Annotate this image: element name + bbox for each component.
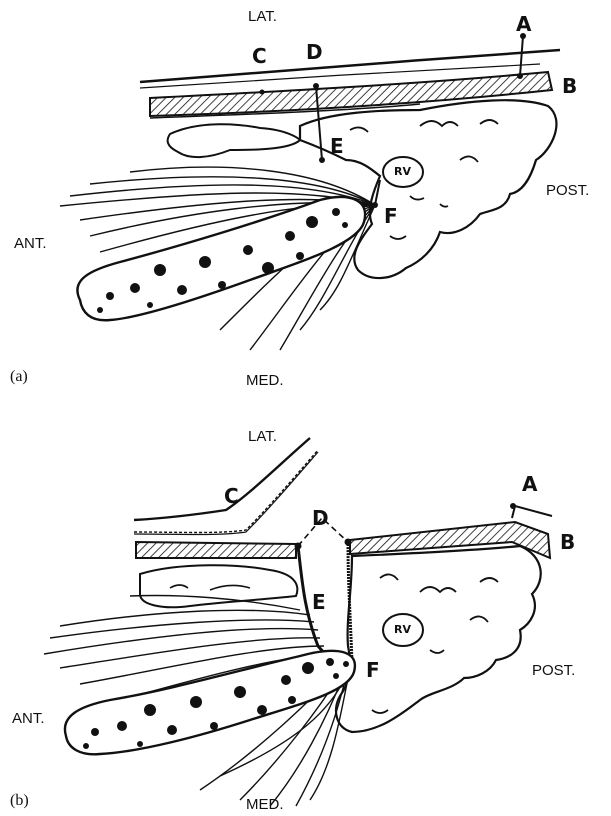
point-e: E xyxy=(330,134,344,158)
point-d: D xyxy=(312,506,329,530)
label-post: POST. xyxy=(546,182,589,199)
point-a: A xyxy=(522,472,537,496)
posterior-mass xyxy=(336,546,541,732)
label-lat: LAT. xyxy=(248,428,277,445)
panel-label-a: (a) xyxy=(10,368,28,386)
point-b: B xyxy=(562,74,577,98)
rv-label: RV xyxy=(394,165,411,178)
point-b: B xyxy=(560,530,575,554)
rv-label: RV xyxy=(394,623,411,636)
point-c: C xyxy=(252,44,267,68)
label-ant: ANT. xyxy=(14,235,47,252)
bone xyxy=(77,197,365,320)
point-f: F xyxy=(384,204,398,228)
point-f: F xyxy=(366,658,380,682)
label-med: MED. xyxy=(246,372,284,389)
panel-a: LAT. MED. ANT. POST. A B C D E F RV (a) xyxy=(0,0,611,400)
skin-flap xyxy=(134,438,310,520)
label-ant: ANT. xyxy=(12,710,45,727)
point-c: C xyxy=(224,484,239,508)
point-d: D xyxy=(306,40,323,64)
hatched-layer-left xyxy=(136,542,296,558)
point-e: E xyxy=(312,590,326,614)
label-med: MED. xyxy=(246,796,284,813)
label-lat: LAT. xyxy=(248,8,277,25)
panel-label-b: (b) xyxy=(10,792,29,810)
point-a: A xyxy=(516,12,531,36)
panel-b: LAT. MED. ANT. POST. A B C D E F RV (b) xyxy=(0,410,611,816)
label-post: POST. xyxy=(532,662,575,679)
panel-b-drawing xyxy=(0,410,611,816)
